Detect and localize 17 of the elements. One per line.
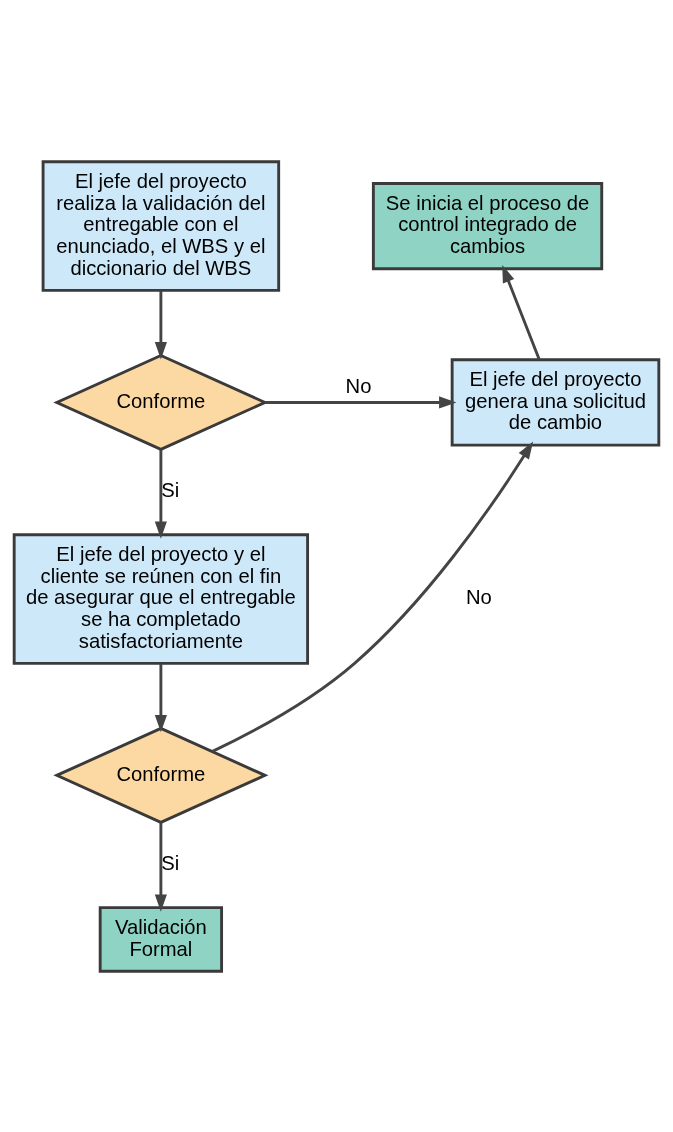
- arrow: [211, 441, 534, 753]
- node-box: Validación Formal: [98, 905, 224, 973]
- arrow: [154, 290, 167, 359]
- edge-label: No: [345, 374, 372, 397]
- arrow: [502, 264, 541, 360]
- edge-label: Si: [161, 478, 180, 501]
- arrow: [265, 395, 457, 409]
- node-box: El jefe del proyecto y el cliente se reúnen con el fin de asegurar que el entregable se ha completado satisfactoriamente: [12, 532, 310, 665]
- node-box: El jefe del proyecto realiza la validación del entregable con el enunciado, el WBS y el diccionario del WBS: [41, 159, 281, 292]
- arrow: [154, 449, 167, 539]
- arrow: [154, 663, 167, 732]
- edge-label: Si: [161, 851, 180, 874]
- edge-label: No: [465, 585, 492, 608]
- arrow: [154, 822, 167, 912]
- node-diamond: Conforme: [53, 726, 269, 824]
- node-box: Se inicia el proceso de control integrado de cambios: [371, 181, 604, 270]
- node-box: El jefe del proyecto genera una solicitud de cambio: [450, 357, 661, 447]
